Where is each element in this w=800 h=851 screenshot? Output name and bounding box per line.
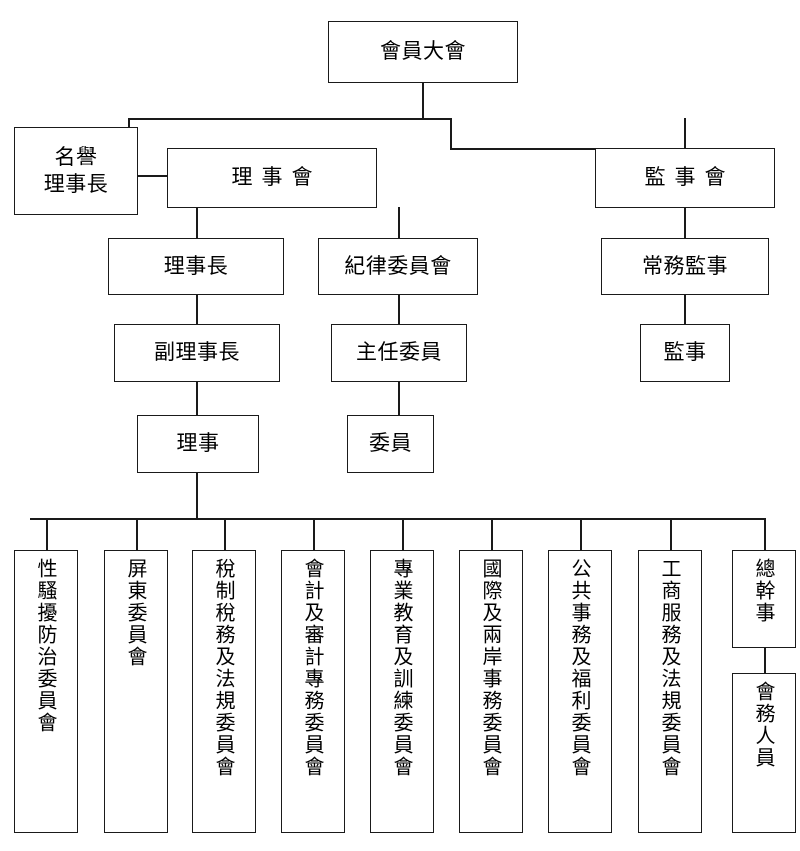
- connector-directors-to-discipline: [398, 207, 400, 238]
- node-supervisor-label: 監事: [663, 340, 707, 365]
- connector-chairman-to-vice: [196, 294, 198, 324]
- node-committee-label: 工商服務及法規委員會: [658, 558, 682, 778]
- node-committee-accounting-and-audit-affairs[interactable]: 會計及審計專務委員會: [281, 550, 345, 833]
- connector-directors-to-chairman: [196, 207, 198, 238]
- node-director-label: 理事: [176, 431, 220, 456]
- node-chairman[interactable]: 理事長: [108, 238, 284, 295]
- node-secretary-general[interactable]: 總幹事: [732, 550, 796, 648]
- node-committee-label: 稅制稅務及法規委員會: [212, 558, 236, 778]
- node-admin-staff[interactable]: 會務人員: [732, 673, 796, 833]
- node-board-of-supervisors[interactable]: 監事會: [595, 148, 775, 208]
- connector-secretary-to-staff: [764, 648, 766, 673]
- connector-supervisors-elbow-h: [450, 148, 685, 150]
- node-vice-chairman-label: 副理事長: [154, 340, 240, 365]
- node-board-of-directors-label: 理事會: [231, 165, 322, 190]
- node-committee-professional-education-and-training[interactable]: 專業教育及訓練委員會: [370, 550, 434, 833]
- node-committee-label: 性騷擾防治委員會: [34, 558, 58, 734]
- connector-vice-to-director: [196, 381, 198, 415]
- connector-drop-5: [402, 518, 404, 550]
- node-secretary-general-label: 總幹事: [752, 558, 776, 624]
- connector-discipline-to-chief: [398, 294, 400, 324]
- connector-drop-3: [224, 518, 226, 550]
- node-committee-commerce-service-and-regulations[interactable]: 工商服務及法規委員會: [638, 550, 702, 833]
- node-committee-label: 公共事務及福利委員會: [568, 558, 592, 778]
- node-committee-member[interactable]: 委員: [347, 415, 434, 473]
- node-committee-public-affairs-and-welfare[interactable]: 公共事務及福利委員會: [548, 550, 612, 833]
- connector-drop-7: [580, 518, 582, 550]
- node-committee-label: 國際及兩岸事務委員會: [479, 558, 503, 778]
- node-board-of-directors[interactable]: 理事會: [167, 148, 377, 208]
- connector-assembly-down: [422, 82, 424, 119]
- node-members-assembly[interactable]: 會員大會: [328, 21, 518, 83]
- node-committee-pingtung[interactable]: 屏東委員會: [104, 550, 168, 833]
- connector-director-to-bus: [196, 473, 198, 519]
- node-chairman-label: 理事長: [163, 253, 229, 278]
- node-vice-chairman[interactable]: 副理事長: [114, 324, 280, 382]
- connector-drop-9: [764, 518, 766, 550]
- connector-drop-2: [136, 518, 138, 550]
- node-admin-staff-label: 會務人員: [752, 681, 776, 769]
- node-chief-committee-member[interactable]: 主任委員: [331, 324, 467, 382]
- node-honorary-chairman-label: 名譽 理事長: [43, 144, 109, 196]
- connector-bus-to-supervisors-elbow: [450, 118, 452, 150]
- node-standing-supervisor[interactable]: 常務監事: [601, 238, 769, 295]
- connector-standing-to-supervisor: [684, 294, 686, 324]
- connector-drop-8: [670, 518, 672, 550]
- connector-assembly-bus: [128, 118, 450, 120]
- node-committee-label: 會計及審計專務委員會: [301, 558, 325, 778]
- node-committee-sexual-harassment-prevention[interactable]: 性騷擾防治委員會: [14, 550, 78, 833]
- connector-drop-1: [46, 518, 48, 550]
- connector-committee-bus: [30, 518, 766, 520]
- node-committee-member-label: 委員: [369, 431, 412, 456]
- node-discipline-committee-label: 紀律委員會: [344, 253, 452, 278]
- node-chief-committee-member-label: 主任委員: [356, 340, 442, 365]
- connector-honorary-chair: [138, 175, 168, 177]
- node-director[interactable]: 理事: [137, 415, 259, 473]
- node-committee-tax-system-and-regulations[interactable]: 稅制稅務及法規委員會: [192, 550, 256, 833]
- node-honorary-chairman[interactable]: 名譽 理事長: [14, 127, 138, 215]
- node-committee-international-and-cross-strait-affairs[interactable]: 國際及兩岸事務委員會: [459, 550, 523, 833]
- node-committee-label: 專業教育及訓練委員會: [390, 558, 414, 778]
- node-board-of-supervisors-label: 監事會: [644, 165, 735, 190]
- node-committee-label: 屏東委員會: [124, 558, 148, 668]
- connector-supervisors-to-standing: [684, 207, 686, 238]
- node-discipline-committee[interactable]: 紀律委員會: [318, 238, 478, 295]
- connector-drop-4: [313, 518, 315, 550]
- node-supervisor[interactable]: 監事: [640, 324, 730, 382]
- node-standing-supervisor-label: 常務監事: [642, 253, 728, 278]
- connector-to-board-supervisors: [684, 118, 686, 150]
- connector-chief-to-member: [398, 381, 400, 415]
- connector-drop-6: [491, 518, 493, 550]
- node-members-assembly-label: 會員大會: [380, 39, 466, 64]
